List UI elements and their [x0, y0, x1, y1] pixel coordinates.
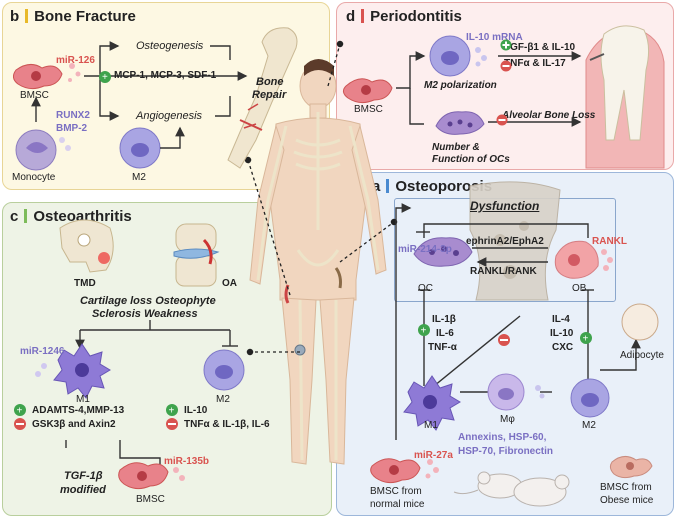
- adamts-label: ADAMTS-4,MMP-13: [32, 405, 125, 416]
- panel-d-title-text: Periodontitis: [370, 8, 462, 25]
- rankl-rank-label: RANKL/RANK: [470, 266, 537, 277]
- bmsc-normal-label-1: BMSC from: [370, 486, 422, 497]
- minus-icon-d: [500, 59, 512, 77]
- bone-repair-label-1: Bone: [256, 76, 284, 88]
- m1-label-a: M1: [424, 420, 438, 431]
- bmsc-label-b: BMSC: [20, 90, 49, 101]
- dysfunction-label: Dysfunction: [470, 199, 540, 213]
- panel-d-letter: d: [346, 8, 356, 25]
- m1-label-c: M1: [76, 394, 90, 405]
- il10-label-c: IL-10: [184, 405, 208, 416]
- il10-label-a: IL-10: [550, 328, 574, 339]
- runx2-label: RUNX2: [56, 110, 90, 121]
- osteogenesis-label: Osteogenesis: [136, 40, 204, 52]
- knee-joint-marker: [294, 344, 306, 356]
- ephrin-label: ephrinA2/EphA2: [466, 236, 544, 247]
- rankl-label: RANKL: [592, 236, 627, 247]
- knee-joint-icon: [173, 223, 220, 287]
- ocs-label-1: Number &: [432, 142, 480, 153]
- m2-label-a: M2: [582, 420, 596, 431]
- bmsc-label-d: BMSC: [354, 104, 383, 115]
- mir27a-label: miR-27a: [414, 450, 453, 461]
- svg-text:+: +: [17, 406, 23, 417]
- cxc-label: CXC: [552, 342, 574, 353]
- il6-label: IL-6: [436, 328, 454, 339]
- bmsc-label-c: BMSC: [136, 494, 165, 505]
- femur-bone-icon: [227, 27, 298, 169]
- panel-c-title: c Osteoarthritis: [10, 208, 132, 225]
- svg-text:+: +: [421, 326, 427, 337]
- bmsc-obese-label-2: Obese mice: [600, 495, 654, 506]
- panel-c-letter: c: [10, 208, 19, 225]
- mcp-label: MCP-1, MCP-3, SDF-1: [114, 70, 217, 81]
- tgf-label-c-2: modified: [60, 484, 106, 496]
- mir214-label: miR-214-3p: [398, 244, 452, 255]
- minus-icon-d2: [496, 113, 508, 131]
- mphi-label: Mφ: [500, 414, 515, 425]
- tnf-il17-label: TNFα & IL-17: [504, 58, 566, 69]
- svg-text:+: +: [102, 72, 108, 83]
- bone-repair-label-2: Repair: [252, 89, 287, 101]
- sclerosis-label: Sclerosis Weakness: [92, 308, 198, 320]
- angiogenesis-label: Angiogenesis: [136, 110, 203, 122]
- skeleton-overlay: [256, 112, 380, 461]
- mir1246-label: miR-1246: [20, 346, 65, 357]
- m2-polarization-label: M2 polarization: [424, 80, 497, 91]
- bone-tissue-image: [469, 181, 561, 301]
- m2-label-b: M2: [132, 172, 146, 183]
- bmp2-label: BMP-2: [56, 123, 88, 134]
- panel-b-letter: b: [10, 8, 20, 25]
- il4-label: IL-4: [552, 314, 570, 325]
- m2-label-c: M2: [216, 394, 230, 405]
- plus-icon-d: [500, 38, 512, 56]
- monocyte-label: Monocyte: [12, 172, 56, 183]
- tnfa-label: TNF-α: [428, 342, 457, 353]
- il10-mrna-label: IL-10 mRNA: [466, 32, 523, 43]
- oa-label: OA: [222, 278, 237, 289]
- oc-label: OC: [418, 283, 433, 294]
- mir135b-label: miR-135b: [164, 456, 210, 467]
- panel-d-title: d Periodontitis: [346, 8, 462, 25]
- panel-b-title: b Bone Fracture: [10, 8, 136, 25]
- tgf-label-c-1: TGF-1β: [64, 470, 103, 482]
- svg-text:+: +: [169, 406, 175, 417]
- mir126-label: miR-126: [56, 55, 95, 66]
- tooth-gum-icon: [585, 25, 665, 169]
- panel-a-title-text: Osteoporosis: [395, 178, 493, 195]
- hsp70-label: HSP-70, Fibronectin: [458, 446, 554, 457]
- alveolar-label: Alveolar Bone Loss: [502, 110, 596, 121]
- cartilage-label: Cartilage loss Osteophyte: [80, 295, 216, 307]
- panel-c-title-text: Osteoarthritis: [33, 208, 132, 225]
- ob-label: OB: [572, 283, 587, 294]
- gsk-label: GSK3β and Axin2: [32, 419, 116, 430]
- annexins-label: Annexins, HSP-60,: [458, 432, 547, 443]
- svg-text:+: +: [583, 334, 589, 345]
- mice-icon: [453, 471, 570, 507]
- tnf-label-c: TNFα & IL-1β, IL-6: [184, 419, 270, 430]
- panel-b-title-text: Bone Fracture: [34, 8, 136, 25]
- bmsc-normal-label-2: normal mice: [370, 499, 425, 510]
- tgf-il10-label: TGF-β1 & IL-10: [504, 42, 576, 53]
- panel-a-letter: a: [372, 178, 381, 195]
- adipocyte-label: Adipocyte: [620, 350, 664, 361]
- tmd-label: TMD: [74, 278, 96, 289]
- skull-icon: [59, 219, 114, 273]
- ocs-label-2: Function of OCs: [432, 154, 510, 165]
- il1b-label: IL-1β: [432, 314, 456, 325]
- bmsc-obese-label-1: BMSC from: [600, 482, 652, 493]
- panel-a-title: a Osteoporosis: [372, 178, 492, 195]
